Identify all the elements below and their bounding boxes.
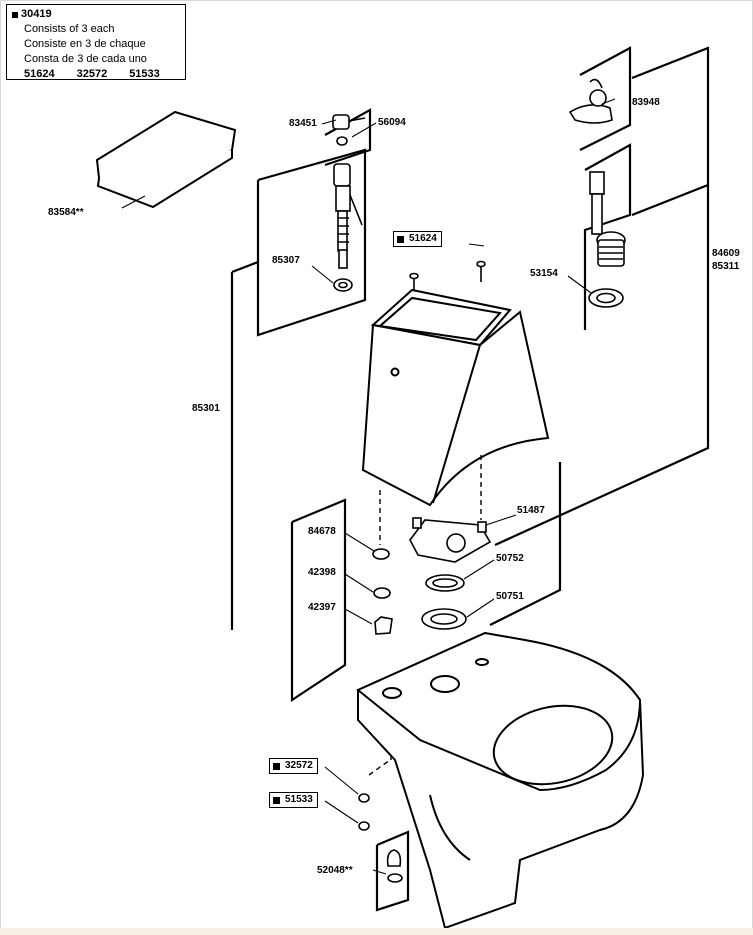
legend-part-2: 32572 [76, 68, 108, 80]
kit-label-bolt-cap-a: 32572 [269, 758, 318, 774]
bracket-caps [375, 830, 410, 912]
kit-legend: 30419 Consists of 3 each Consiste en 3 d… [6, 4, 186, 80]
tank-lid [95, 110, 237, 209]
legend-line-fr: Consiste en 3 de chaque [24, 38, 146, 50]
fill-valve [333, 163, 363, 292]
label-flush-chain: 83948 [632, 97, 660, 108]
label-handle: 83451 [289, 118, 317, 129]
toilet-bowl [356, 631, 645, 930]
label-gasket-b: 50751 [496, 591, 524, 602]
footer-strip [0, 928, 753, 935]
flush-valve [588, 171, 626, 308]
legend-part-1: 51624 [24, 68, 55, 80]
label-fill-valve-washer: 85307 [272, 255, 300, 266]
label-tank-nut: 84678 [308, 526, 336, 537]
bracket-right-top [631, 46, 710, 185]
kit-square-icon [273, 796, 280, 804]
bracket-fill-valve [256, 148, 367, 337]
flush-chain [568, 78, 613, 124]
legend-line-en: Consists of 3 each [24, 23, 115, 35]
label-tank-to-bowl-plate: 51487 [517, 505, 545, 516]
kit-square-icon [397, 235, 404, 243]
label-bolt-caps: 52048** [317, 865, 353, 876]
bracket-chain [579, 46, 632, 151]
kit-square-icon [273, 762, 280, 770]
legend-title: 30419 [12, 7, 185, 22]
bracket-flush [583, 143, 632, 330]
kit-label-bolt-cap-b: 51533 [269, 792, 318, 808]
handle-part [332, 114, 366, 146]
label-flush-valve-gasket: 53154 [530, 268, 558, 279]
legend-part-3: 51533 [129, 68, 160, 80]
label-tank: 85301 [192, 403, 220, 414]
label-flush-valve: 84609 [712, 248, 740, 259]
kit-label-text: 51624 [409, 233, 437, 244]
legend-code: 30419 [21, 8, 52, 20]
label-washer: 42398 [308, 567, 336, 578]
bracket-lower-right [489, 462, 562, 626]
legend-line-es: Consta de 3 de cada uno [24, 53, 147, 65]
label-tank-lid: 83584** [48, 207, 84, 218]
label-flush-valve-alt: 85311 [712, 261, 740, 272]
bracket-lower-left [290, 498, 347, 703]
kit-label-text: 32572 [285, 760, 313, 771]
bolt-cap-hardware [358, 793, 403, 883]
label-nut: 42397 [308, 602, 336, 613]
kit-square-icon [12, 11, 18, 18]
leader-lines [121, 98, 616, 875]
tank-to-bowl-hardware [372, 517, 492, 635]
bracket-tank-left [231, 260, 259, 274]
tank [361, 288, 550, 507]
bracket-right [494, 183, 710, 547]
label-handle-nut: 56094 [378, 117, 406, 128]
kit-label-text: 51533 [285, 794, 313, 805]
kit-label-tank-bolts: 51624 [393, 231, 442, 247]
legend-part-numbers: 51624 32572 51533 [12, 67, 185, 82]
label-gasket-a: 50752 [496, 553, 524, 564]
